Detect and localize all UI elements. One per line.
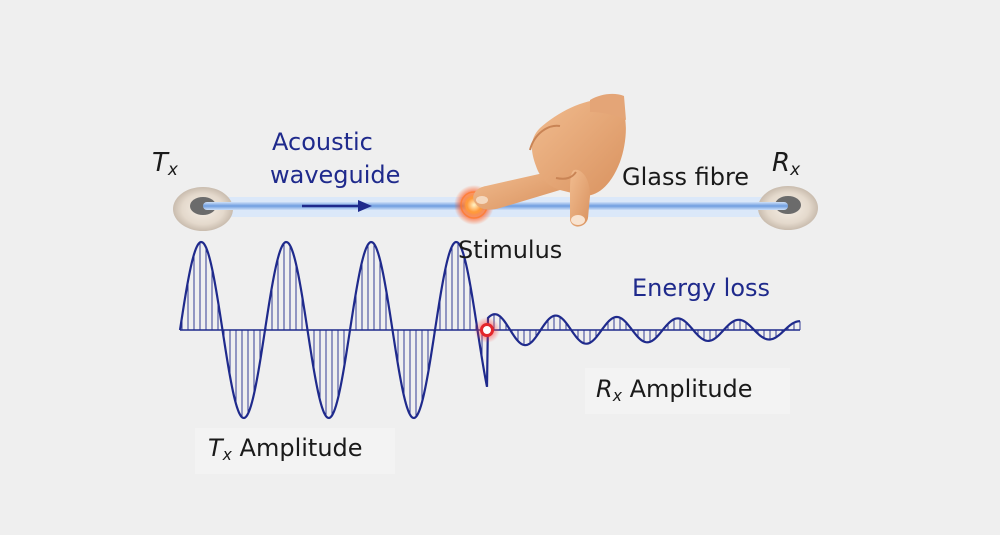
tx-amplitude-text: Amplitude (239, 434, 363, 462)
glass-fibre-label: Glass fibre (622, 163, 750, 191)
rx-amplitude-symbol: R (596, 375, 613, 403)
rx-amplitude-text: Amplitude (629, 375, 753, 403)
amplitude-wave (178, 240, 801, 420)
rx-subscript: x (790, 159, 801, 180)
arrow-right-icon (302, 200, 372, 212)
tx-symbol: T (152, 148, 168, 178)
energy-loss-label: Energy loss (632, 274, 771, 302)
wave-stimulus-marker (474, 317, 500, 343)
stimulus-label: Stimulus (458, 236, 563, 264)
tx-label: Tx (152, 150, 178, 178)
tx-amplitude-label: Tx Amplitude (208, 436, 363, 463)
tx-amplitude-panel (195, 428, 395, 474)
tx-subscript: x (167, 159, 178, 180)
rx-amplitude-subscript: x (612, 386, 622, 405)
tx-amplitude-subscript: x (222, 445, 232, 464)
acoustic-label-line1: Acoustic (272, 128, 373, 156)
tx-amplitude-symbol: T (208, 434, 223, 462)
hand-icon (473, 93, 626, 227)
rx-label: Rx (772, 150, 800, 178)
acoustic-label-line2: waveguide (270, 161, 401, 189)
rx-amplitude-panel (585, 368, 790, 414)
rx-symbol: R (772, 148, 791, 178)
rx-amplitude-label: Rx Amplitude (596, 377, 753, 404)
